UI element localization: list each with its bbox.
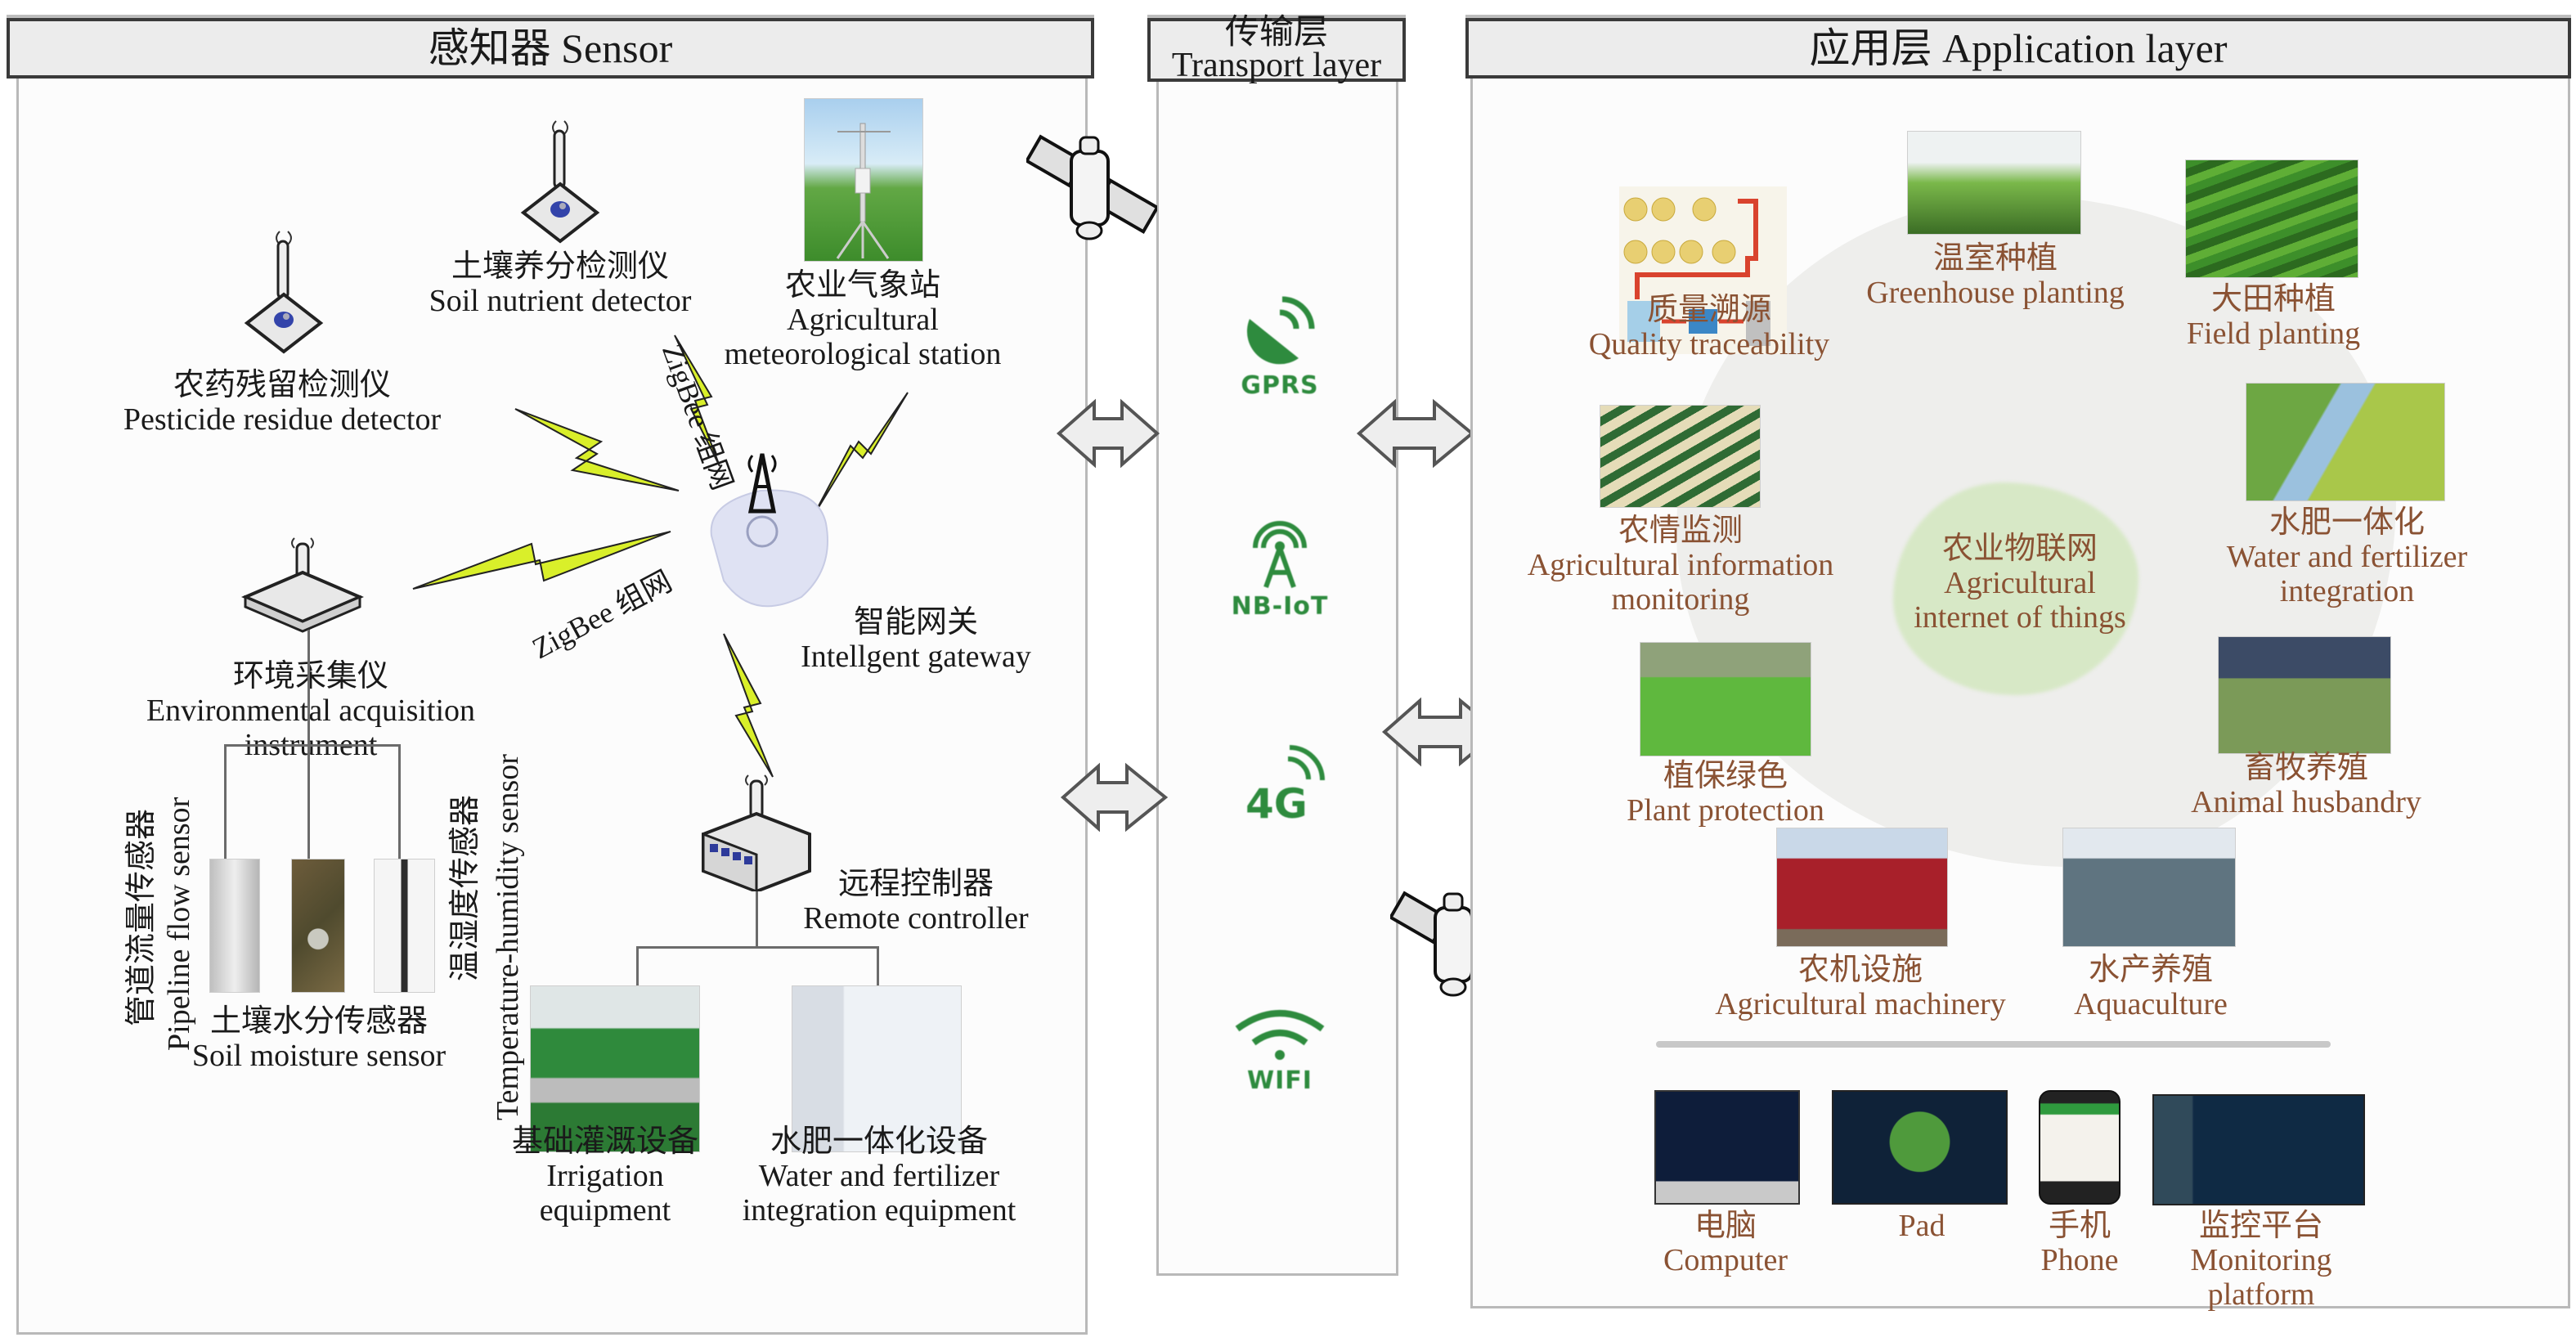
traceability-flow-icon — [1623, 197, 1770, 346]
lightning-bolt-icon — [674, 334, 720, 467]
transport-panel — [1156, 25, 1398, 1276]
transport-title-zh: 传输层 — [1224, 14, 1328, 52]
soil-nutrient-detector-label: 土壤养分检测仪 Soil nutrient detector — [429, 249, 692, 318]
remote-controller-icon — [702, 774, 811, 891]
protocol-label: WIFI — [1247, 1066, 1313, 1095]
application-panel-title: 应用层 Application layer — [1809, 25, 2228, 71]
animal-husbandry-label: 畜牧养殖 Animal husbandry — [2191, 751, 2421, 819]
animal-husbandry-photo — [2218, 636, 2391, 754]
pad-label: Pad — [1898, 1209, 1945, 1243]
agricultural-machinery-photo — [1776, 828, 1948, 947]
connector-line — [636, 946, 639, 989]
bidirectional-arrow-icon — [1060, 762, 1169, 833]
water-fertilizer-label: 水肥一体化 Water and fertilizer integration — [2226, 505, 2468, 608]
application-panel-header: 应用层 Application layer — [1465, 18, 2571, 79]
protocol-4g: 4G — [1210, 744, 1349, 829]
connector-line — [224, 744, 401, 747]
aquaculture-label: 水产养殖 Aquaculture — [2074, 953, 2228, 1021]
transport-panel-header: 传输层 Transport layer — [1147, 14, 1406, 84]
agricultural-machinery-label: 农机设施 Agricultural machinery — [1715, 953, 2006, 1021]
wf-equipment-photo — [792, 985, 962, 1152]
transport-title-en: Transport layer — [1171, 47, 1382, 84]
info-monitoring-label: 农情监测 Agricultural information monitoring — [1527, 514, 1834, 617]
pad-photo — [1832, 1090, 2008, 1205]
cell-tower-icon — [1253, 521, 1307, 589]
bidirectional-arrow-icon — [1356, 398, 1475, 469]
connector-line — [636, 946, 879, 949]
quality-traceability-label: 质量溯源 Quality traceability — [1588, 293, 1830, 361]
irrigation-equipment-photo — [530, 985, 700, 1152]
iot-center-label: 农业物联网 Agricultural internet of things — [1914, 532, 2126, 635]
protocol-gprs: GPRS — [1210, 294, 1349, 400]
protocol-nb-iot: NB-IoT — [1210, 515, 1349, 621]
quality-traceability-photo — [1619, 186, 1787, 354]
irrigation-equipment-label: 基础灌溉设备 Irrigation equipment — [511, 1124, 698, 1228]
protocol-label: 4G — [1245, 780, 1308, 826]
gateway-icon — [710, 453, 828, 608]
remote-controller-label: 远程控制器 Remote controller — [803, 867, 1029, 936]
protocol-label: NB-IoT — [1231, 592, 1329, 621]
satellite-dish-icon — [1246, 296, 1315, 365]
weather-station-photo — [804, 98, 923, 262]
env-acquisition-icon — [241, 537, 364, 633]
field-planting-photo — [2185, 159, 2358, 278]
pesticide-detector-label: 农药残留检测仪 Pesticide residue detector — [123, 368, 442, 437]
field-planting-label: 大田种植 Field planting — [2186, 282, 2361, 351]
monitoring-platform-label: 监控平台 Monitoring platform — [2190, 1209, 2332, 1312]
iot-center-cloud — [1893, 482, 2138, 695]
info-monitoring-photo — [1600, 405, 1761, 508]
weather-station-icon — [836, 123, 891, 259]
pesticide-detector-icon — [244, 231, 324, 354]
protocol-wifi: WIFI — [1210, 1006, 1349, 1095]
greenhouse-photo — [1907, 131, 2081, 235]
env-acquisition-label: 环境采集仪 Environmental acquisition instrume… — [146, 659, 476, 762]
phone-label: 手机 Phone — [2040, 1209, 2119, 1277]
greenhouse-label: 温室种植 Greenhouse planting — [1866, 241, 2125, 310]
section-divider — [1656, 1041, 2331, 1048]
wf-equipment-label: 水肥一体化设备 Water and fertilizer integration… — [742, 1124, 1016, 1228]
plant-protection-label: 植保绿色 Plant protection — [1627, 759, 1824, 828]
phone-photo — [2039, 1090, 2120, 1205]
signal-4g-icon: 4G — [1245, 745, 1325, 828]
computer-photo — [1654, 1090, 1800, 1205]
soil-moisture-sensor-photo — [291, 859, 345, 993]
sensor-panel-header: 感知器 Sensor — [7, 18, 1094, 79]
connector-line — [877, 946, 879, 989]
connector-line — [224, 744, 227, 863]
lightning-bolt-icon — [514, 408, 680, 491]
soil-nutrient-detector-icon — [520, 120, 600, 244]
protocol-label: GPRS — [1241, 371, 1319, 400]
satellite-icon — [1026, 134, 1157, 240]
water-fertilizer-photo — [2246, 383, 2445, 501]
connector-line — [398, 744, 401, 863]
pipeline-flow-sensor-photo — [209, 859, 260, 993]
wifi-icon — [1235, 1010, 1325, 1060]
bidirectional-arrow-icon — [1056, 398, 1160, 469]
lightning-bolt-icon — [723, 633, 774, 778]
aquaculture-photo — [2062, 828, 2236, 947]
lightning-bolt-icon — [412, 531, 671, 590]
sensor-panel-title: 感知器 Sensor — [428, 25, 673, 71]
temp-humidity-sensor-photo — [374, 859, 435, 993]
soil-moisture-sensor-label: 土壤水分传感器 Soil moisture sensor — [191, 1004, 447, 1073]
plant-protection-photo — [1640, 642, 1811, 756]
monitoring-platform-photo — [2152, 1094, 2365, 1205]
computer-label: 电脑 Computer — [1663, 1209, 1788, 1277]
weather-station-label: 农业气象站 Agricultural meteorological statio… — [724, 268, 1002, 371]
gateway-label: 智能网关 Intellgent gateway — [801, 605, 1031, 674]
connector-line — [756, 891, 758, 949]
